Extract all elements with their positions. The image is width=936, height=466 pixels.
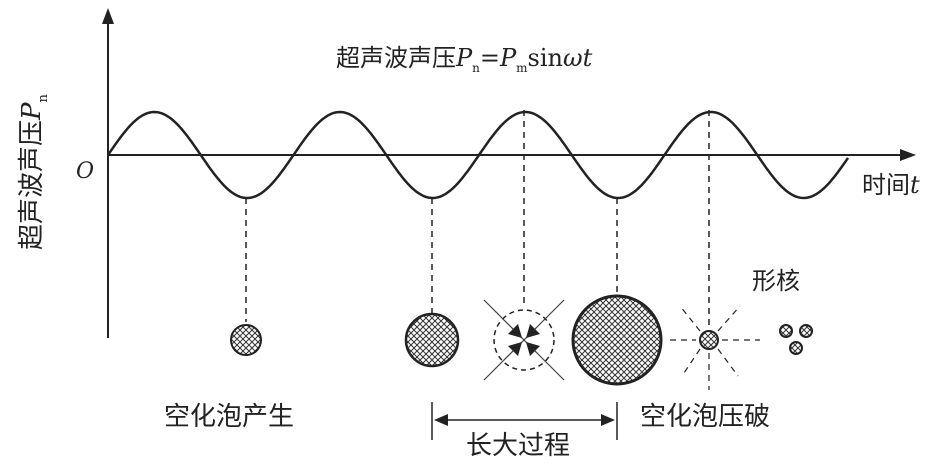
wave-formula: 超声波声压Pn=Pmsinωt: [336, 44, 593, 75]
nuclei: [779, 324, 813, 355]
nucleus-1: [779, 324, 793, 338]
y-axis-arrow: [102, 8, 114, 24]
y-axis-label: 超声波声压Pn: [17, 93, 51, 250]
large-bubble: [571, 294, 663, 386]
collapsing-bubble: [670, 305, 760, 390]
nucleus-2: [799, 324, 813, 338]
nucleation-label: 形核: [752, 267, 800, 295]
growth-bracket: [431, 402, 618, 440]
guide-lines: [245, 110, 710, 325]
bubble-generation-label: 空化泡产生: [164, 402, 294, 432]
bubble-collapse-label: 空化泡压破: [640, 402, 770, 432]
x-axis-label: 时间t: [862, 171, 920, 199]
nucleus-3: [789, 341, 803, 355]
pressure-wave: [106, 110, 850, 200]
x-axis-arrow: [900, 149, 916, 161]
compressing-bubble: [483, 299, 565, 381]
origin-label: O: [76, 159, 94, 184]
small-bubble: [230, 324, 262, 356]
growth-process-label: 长大过程: [466, 431, 570, 461]
medium-bubble: [404, 312, 460, 368]
